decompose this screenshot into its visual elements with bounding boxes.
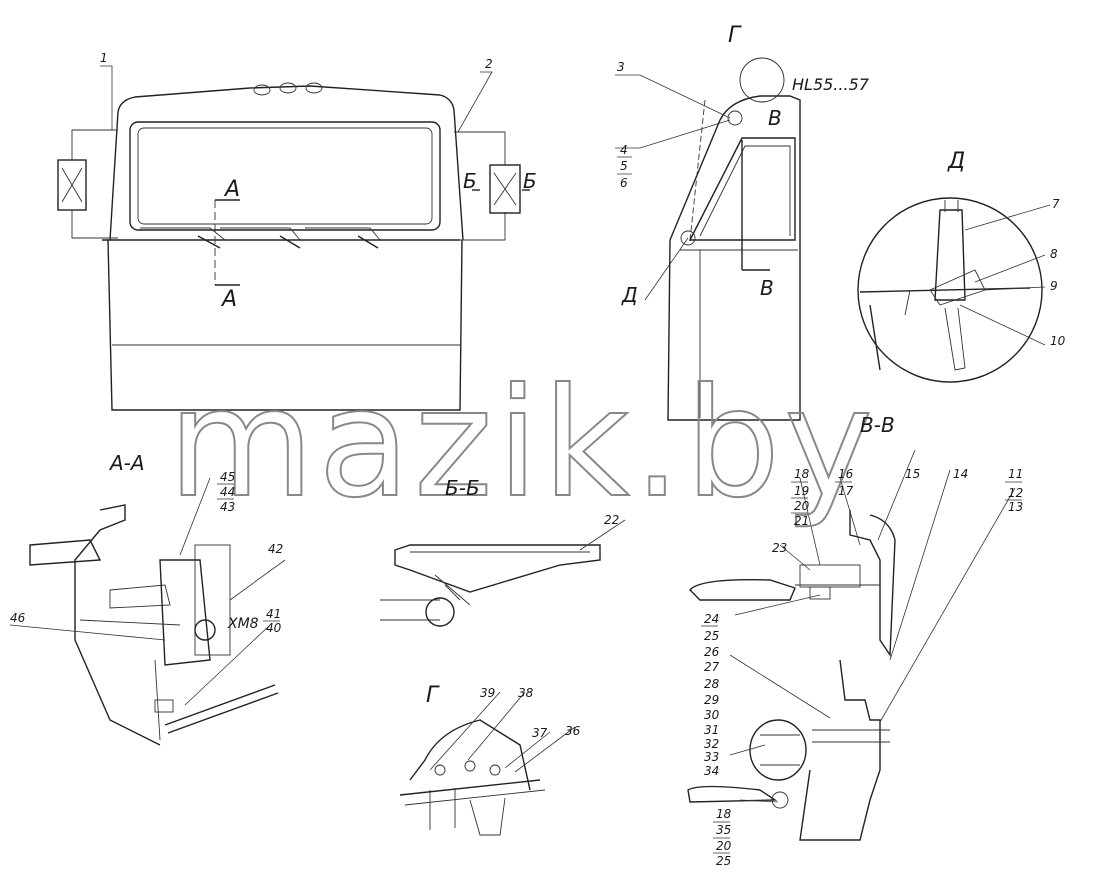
- callout-7: 7: [1052, 197, 1060, 211]
- callout-25b: 25: [716, 854, 731, 868]
- callout-18: 18: [794, 467, 810, 481]
- view-g-top-label: Г: [728, 23, 742, 48]
- callout-28: 28: [704, 677, 720, 691]
- callout-8: 8: [1050, 247, 1058, 261]
- callout-44: 44: [220, 485, 235, 499]
- callout-16: 16: [838, 467, 854, 481]
- callout-10: 10: [1050, 334, 1066, 348]
- callout-labels: 1 2 3 4 5 6 7 8 9 10 11 12 13 14 15 16 1…: [10, 51, 1066, 868]
- callout-38: 38: [518, 686, 534, 700]
- callout-36: 36: [565, 724, 581, 738]
- callout-31: 31: [704, 723, 719, 737]
- callout-3: 3: [617, 60, 625, 74]
- callout-23: 23: [772, 541, 787, 555]
- callout-1: 1: [100, 51, 108, 65]
- thread-size-label: ХМ8: [227, 616, 259, 632]
- section-vv-title: В-В: [860, 413, 895, 437]
- callout-35: 35: [716, 823, 731, 837]
- view-d-detail: [857, 197, 1043, 383]
- callout-2: 2: [485, 57, 493, 71]
- front-view: [57, 82, 530, 411]
- section-a-top-marker: А: [223, 177, 240, 202]
- callout-20b: 20: [716, 839, 732, 853]
- callout-19: 19: [794, 484, 809, 498]
- section-b-left-marker: Б: [463, 169, 477, 193]
- view-d-marker: Д: [621, 283, 638, 307]
- callout-15: 15: [905, 467, 920, 481]
- callout-27: 27: [704, 660, 720, 674]
- callout-34: 34: [704, 764, 719, 778]
- section-v-top-marker: В: [768, 106, 782, 130]
- view-g: [399, 719, 546, 836]
- callout-43: 43: [220, 500, 235, 514]
- callout-24: 24: [704, 612, 719, 626]
- callout-32: 32: [704, 737, 719, 751]
- callout-4: 4: [620, 143, 628, 157]
- watermark-text: mazik.by: [168, 357, 877, 531]
- callout-13: 13: [1008, 500, 1023, 514]
- section-bb: [380, 544, 601, 627]
- section-bb-title: Б-Б: [445, 476, 480, 500]
- view-d-title: Д: [947, 149, 965, 174]
- callout-33: 33: [704, 750, 719, 764]
- view-g-title: Г: [426, 683, 440, 708]
- callout-45: 45: [220, 470, 235, 484]
- callout-11: 11: [1008, 467, 1023, 481]
- section-vv: [687, 510, 896, 841]
- section-aa-title: А-А: [108, 451, 145, 475]
- section-v-bottom-marker: В: [760, 276, 774, 300]
- callout-37: 37: [532, 726, 548, 740]
- callout-20: 20: [794, 499, 810, 513]
- side-view: [667, 57, 801, 421]
- callout-22: 22: [604, 513, 619, 527]
- callout-9: 9: [1050, 279, 1058, 293]
- callout-41: 41: [266, 607, 281, 621]
- callout-46: 46: [10, 611, 26, 625]
- callout-29: 29: [704, 693, 719, 707]
- callout-25: 25: [704, 629, 719, 643]
- callout-18b: 18: [716, 807, 732, 821]
- callout-21: 21: [794, 514, 809, 528]
- callout-39: 39: [480, 686, 495, 700]
- section-a-bottom-marker: А: [220, 287, 237, 312]
- callout-14: 14: [953, 467, 968, 481]
- leader-lines: [9, 65, 1051, 803]
- callout-26: 26: [704, 645, 720, 659]
- lamp-reference: HL55...57: [792, 75, 870, 94]
- section-b-right-marker: Б: [523, 169, 537, 193]
- callout-42: 42: [268, 542, 283, 556]
- callout-40: 40: [266, 621, 282, 635]
- callout-17: 17: [838, 484, 854, 498]
- callout-5: 5: [620, 159, 628, 173]
- callout-6: 6: [620, 176, 628, 190]
- callout-12: 12: [1008, 486, 1023, 500]
- callout-rules: [217, 156, 1022, 854]
- callout-30: 30: [704, 708, 720, 722]
